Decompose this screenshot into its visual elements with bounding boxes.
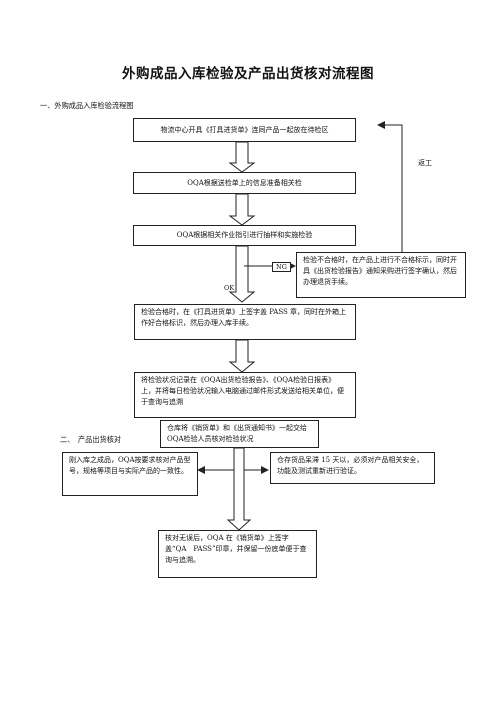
step-sampling-inspection: OQA根据相关作业指引进行抽样和实施检验 [133,225,356,246]
arrow-step1-step2 [228,141,256,173]
rework-line [377,121,403,252]
arrow-s2-step1-step2 [226,447,252,531]
step-sign-pass: 核对无误后，OQA 在《销货单》上签字盖“QA PASS”印章，并保留一份底单便… [158,530,317,578]
ng-result-box: 检验不合格时，在产品上进行不合格标示，同时开具《出货检验报告》通知采购进行签字确… [296,252,466,298]
ng-label: NG [272,262,291,272]
section2-heading: 二、 产品出货核对 [60,435,122,444]
step-create-receipt: 物流中心开具《打具进货单》连同产品一起放在待检区 [133,118,356,142]
page-title: 外购成品入库检验及产品出货核对流程图 [122,66,374,82]
section1-heading: 一、外购成品入库检验流程图 [40,101,134,110]
step-pass-receipt: 检验合格时，在《打具进货单》上签字盖 PASS 章，同时在外箱上作好合格标识，然… [134,304,356,340]
note-stale-stock: 仓存货品呆滞 15 天以，必须对产品相关安全，功能及测试重新进行验证。 [270,452,435,484]
rework-label: 返工 [418,159,432,167]
arrow-step4-step5 [228,339,256,373]
arrow-step2-step3 [228,193,256,226]
arrow-step3-step4 [228,245,256,303]
step-prepare-inspection: OQA根据送检单上的信息准备相关检 [133,172,356,194]
note-new-stock: 刚入库之成品，OQA按要求核对产品型号，规格等项目与实际产品的一致性。 [62,452,198,496]
step-warehouse-handover: 仓库将《销货单》和《出货通知书》一起交给OQA检验人员核对检验状况 [160,420,319,448]
ok-label: OK [224,284,235,292]
step-record-report: 将检验状况记录在《OQA出货检验报告》、《OQA检验日报表》上，并将每日检验状况… [134,372,356,418]
